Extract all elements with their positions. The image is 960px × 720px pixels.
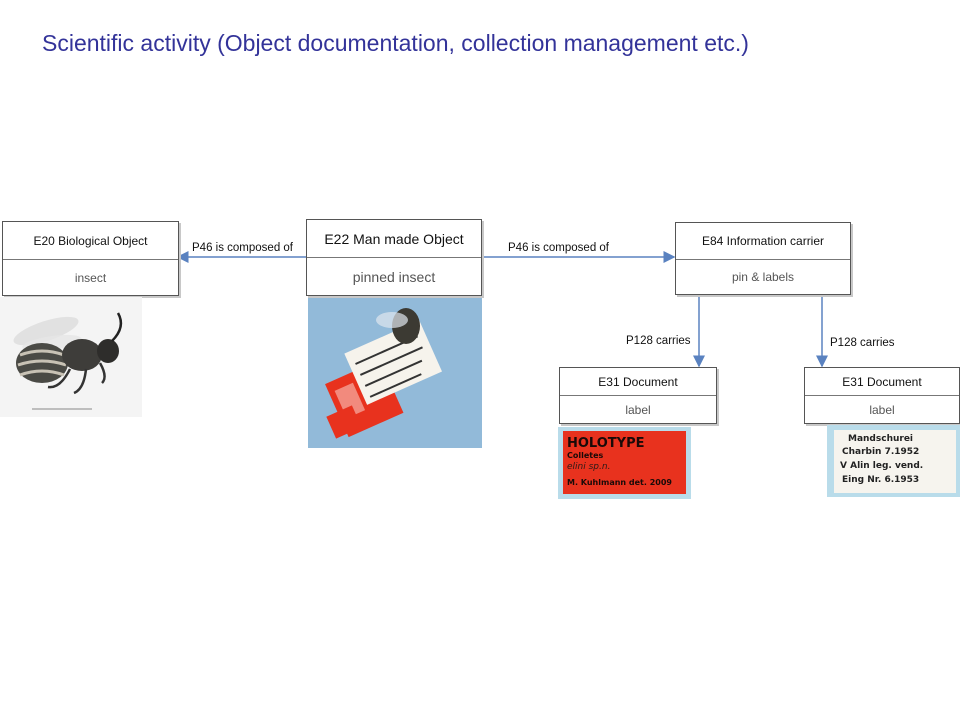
pinned-specimen-photo xyxy=(308,298,482,448)
node-instance-label: label xyxy=(805,395,959,423)
node-class-label: E31 Document xyxy=(598,374,678,389)
node-class-label: E31 Document xyxy=(842,374,922,389)
node-document-1: E31 Document label xyxy=(559,367,717,424)
page-title: Scientific activity (Object documentatio… xyxy=(42,30,749,56)
node-class-label: E22 Man made Object xyxy=(324,230,464,247)
locality-line-1: Mandschurei xyxy=(848,434,914,444)
node-class-label: E84 Information carrier xyxy=(701,234,825,248)
node-class-label: E20 Biological Object xyxy=(33,233,148,248)
node-instance-label: label xyxy=(560,395,716,423)
label-icon xyxy=(834,430,956,493)
node-information-carrier: E84 Information carrier pin & labels xyxy=(675,222,851,295)
holotype-line-2: Colletes xyxy=(567,451,604,460)
node-instance-label: pin & labels xyxy=(676,259,850,294)
bee-specimen-photo xyxy=(0,297,142,417)
locality-label-photo: Mandschurei Charbin 7.1952 V Alin leg. v… xyxy=(827,425,960,497)
pinned-insect-icon xyxy=(308,298,482,448)
node-man-made-object: E22 Man made Object pinned insect xyxy=(306,219,482,296)
locality-line-4: Eing Nr. 6.1953 xyxy=(842,475,920,485)
bee-icon xyxy=(13,312,123,410)
holotype-label-photo: HOLOTYPE Colletes elini sp.n. M. Kuhlman… xyxy=(558,427,691,499)
node-biological-object: E20 Biological Object insect xyxy=(2,221,179,296)
locality-line-2: Charbin 7.1952 xyxy=(842,447,920,457)
relation-composed-left: P46 is composed of xyxy=(190,242,296,254)
holotype-line-1: HOLOTYPE xyxy=(567,436,645,451)
relation-carries-1: P128 carries xyxy=(624,335,693,347)
label-icon xyxy=(563,431,686,494)
node-instance-label: pinned insect xyxy=(307,257,481,295)
locality-line-3: V Alin leg. vend. xyxy=(840,461,924,471)
relation-carries-2: P128 carries xyxy=(828,337,897,349)
node-document-2: E31 Document label xyxy=(804,367,960,424)
node-instance-label: insect xyxy=(3,259,178,295)
relation-composed-right: P46 is composed of xyxy=(506,242,612,254)
holotype-line-3: elini sp.n. xyxy=(567,462,611,472)
holotype-line-4: M. Kuhlmann det. 2009 xyxy=(567,478,672,487)
